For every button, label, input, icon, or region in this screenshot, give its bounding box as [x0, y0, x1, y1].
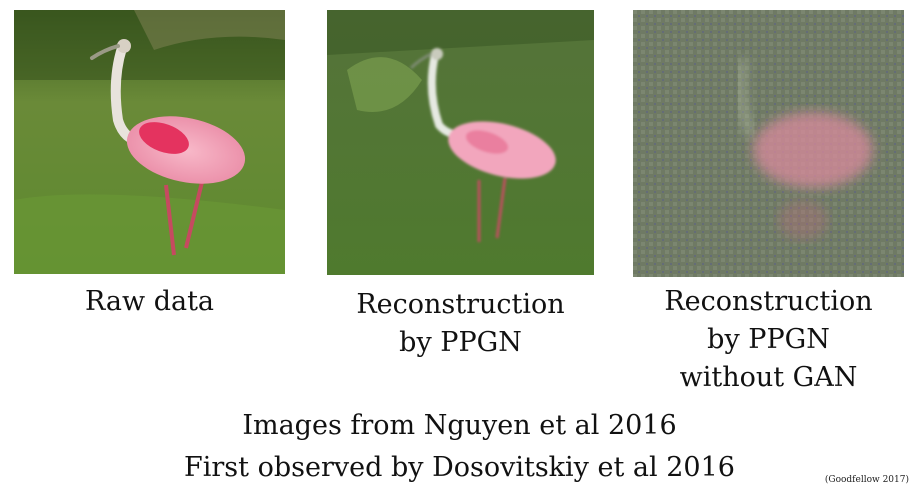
caption-line: without GAN — [679, 362, 858, 393]
caption-ppgn-without-gan: Reconstruction by PPGN without GAN — [633, 283, 904, 397]
caption-line: Raw data — [84, 286, 215, 317]
no-gan-image-panel — [633, 10, 904, 277]
caption-line: by PPGN — [399, 327, 522, 358]
caption-line: by PPGN — [707, 324, 830, 355]
spoonbill-photo — [14, 10, 285, 274]
spoonbill-reconstruction — [327, 10, 594, 275]
credit-note: (Goodfellow 2017) — [824, 475, 909, 485]
observation-citation: First observed by Dosovitskiy et al 2016 — [184, 452, 735, 483]
spoonbill-noisy-reconstruction — [633, 10, 904, 277]
caption-line: Reconstruction — [664, 286, 873, 317]
caption-ppgn: Reconstruction by PPGN — [327, 286, 594, 362]
source-citation: Images from Nguyen et al 2016 — [242, 410, 677, 441]
caption-raw-data: Raw data — [14, 283, 285, 321]
raw-image-panel — [14, 10, 285, 274]
ppgn-image-panel — [327, 10, 594, 275]
caption-line: Reconstruction — [356, 289, 565, 320]
